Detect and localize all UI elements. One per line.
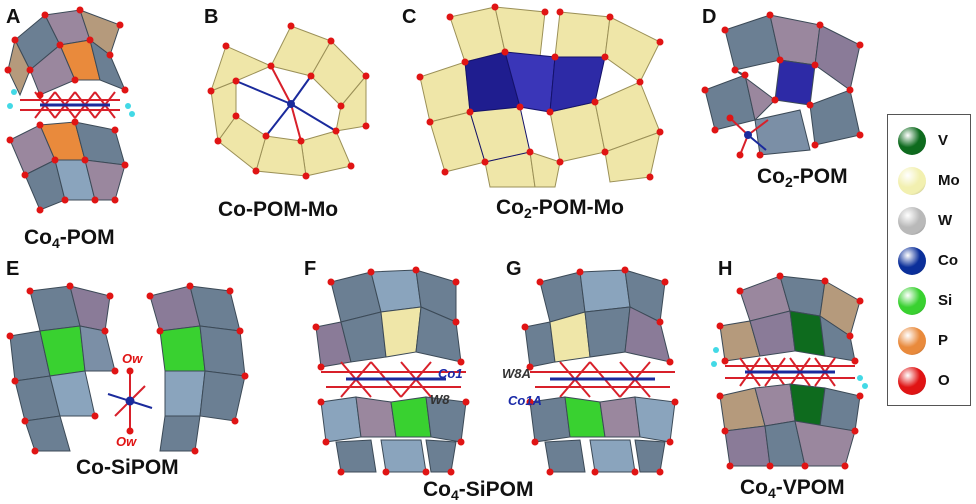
- polyhedra-d: [704, 14, 861, 156]
- polyhedra-top-f: [315, 269, 462, 368]
- polyhedra-bottom-a: [9, 121, 126, 211]
- legend-item-si: Si: [888, 287, 972, 317]
- structure-co4-sipom: [312, 266, 470, 476]
- legend-label-w: W: [938, 212, 953, 229]
- oxygen-atoms-d: [701, 11, 864, 159]
- panel-letter-d: D: [702, 6, 717, 28]
- polyhedra-top-g: [524, 269, 671, 368]
- co-octahedra-c: [464, 51, 606, 163]
- co-site-d: [729, 117, 769, 156]
- legend-item-o: O: [888, 367, 972, 397]
- legend-label-si: Si: [938, 292, 953, 309]
- caption-co4-pom: Co4-POM: [24, 226, 115, 251]
- panel-letter-b: B: [204, 6, 219, 28]
- element-legend: V Mo W Co Si P O: [887, 114, 971, 406]
- legend-ball-co: [898, 247, 926, 275]
- panel-letter-a: A: [6, 6, 21, 28]
- oxygen-atoms-h: [716, 272, 864, 470]
- structure-co4-sipom-alt: [521, 266, 679, 476]
- label-co1a: Co1A: [508, 393, 542, 408]
- panel-letter-g: G: [506, 258, 522, 280]
- caption-co2-pom: Co2-POM: [757, 165, 848, 190]
- legend-ball-v: [898, 127, 926, 155]
- legend-item-mo: Mo: [888, 167, 972, 197]
- oxygen-atoms-c: [416, 3, 664, 181]
- caption-co2-pom-mo: Co2-POM-Mo: [496, 196, 624, 221]
- polyhedra-top-a: [7, 9, 126, 97]
- legend-label-p: P: [938, 332, 949, 349]
- panel-letter-c: C: [402, 6, 417, 28]
- oxygen-atoms-f: [312, 266, 470, 476]
- co-center-b: [235, 65, 337, 142]
- legend-label-mo: Mo: [938, 172, 960, 189]
- oxygen-atoms-b: [207, 22, 370, 180]
- water-h-a: [7, 89, 135, 117]
- legend-item-v: V: [888, 127, 972, 157]
- mo-octahedra-b: [210, 25, 367, 177]
- label-ow-bottom: Ow: [116, 434, 137, 449]
- panel-letter-h: H: [718, 258, 733, 280]
- legend-label-v: V: [938, 132, 949, 149]
- polyhedra-bottom-f: [320, 396, 467, 473]
- legend-label-co: Co: [938, 252, 958, 269]
- caption-co4-sipom: Co4-SiPOM: [423, 478, 534, 503]
- legend-label-o: O: [938, 372, 950, 389]
- oxygen-atoms-a: [4, 6, 129, 214]
- mo-octahedra-c: [419, 6, 661, 188]
- structure-co2-pom: [701, 11, 864, 159]
- oxygen-atoms-g: [521, 266, 679, 476]
- structure-co4-pom: [4, 6, 135, 214]
- caption-co4-vpom: Co4-VPOM: [740, 476, 845, 501]
- co-center-e: [107, 371, 153, 431]
- label-w8: W8: [430, 392, 450, 407]
- structure-co4-vpom: [711, 272, 868, 470]
- legend-ball-si: [898, 287, 926, 315]
- polyhedra-left-e: [9, 285, 116, 452]
- structure-co2-pom-mo: [416, 3, 664, 188]
- legend-item-p: P: [888, 327, 972, 357]
- label-co1: Co1: [438, 366, 463, 381]
- label-ow-top: Ow: [122, 351, 143, 366]
- legend-ball-w: [898, 207, 926, 235]
- panel-letter-e: E: [6, 258, 20, 280]
- legend-ball-o: [898, 367, 926, 395]
- polyhedra-bottom-g: [529, 396, 676, 473]
- label-w8a: W8A: [502, 366, 531, 381]
- caption-co-sipom: Co-SiPOM: [76, 456, 179, 479]
- caption-co-pom-mo: Co-POM-Mo: [218, 198, 339, 221]
- legend-item-w: W: [888, 207, 972, 237]
- polyhedra-bottom-h: [719, 383, 861, 467]
- structure-co-sipom: [6, 282, 249, 455]
- legend-ball-p: [898, 327, 926, 355]
- oxygen-atoms-e: [6, 282, 249, 455]
- panel-letter-f: F: [304, 258, 317, 280]
- legend-item-co: Co: [888, 247, 972, 277]
- polyhedra-right-e: [149, 285, 246, 452]
- structure-co-pom-mo: [207, 22, 370, 180]
- polyhedra-top-h: [719, 275, 861, 362]
- water-h-h: [711, 347, 868, 389]
- legend-ball-mo: [898, 167, 926, 195]
